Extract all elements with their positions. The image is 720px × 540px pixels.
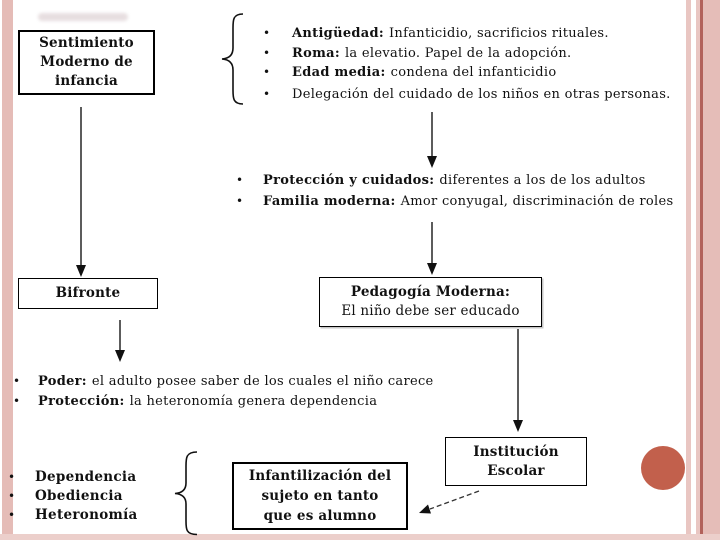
list-bifronte-rasgos: • Poder: el adulto posee saber de los cu…	[13, 372, 434, 411]
item-text: Obediencia	[35, 488, 123, 504]
right-edge-band	[703, 0, 720, 540]
item-text: la heteronomía genera dependencia	[129, 393, 378, 409]
item-label: Antigüedad:	[292, 26, 384, 41]
box-line: Institución	[473, 443, 559, 460]
box-line: que es alumno	[263, 508, 377, 524]
list-item: • Protección: la heteronomía genera depe…	[13, 392, 434, 412]
item-text: Dependencia	[35, 469, 137, 485]
right-edge-stripe-1	[686, 0, 691, 540]
list-item: • Antigüedad: Infanticidio, sacrificios …	[263, 24, 671, 44]
item-text: condena del infanticidio	[390, 65, 557, 80]
item-text: Amor conyugal, discriminación de roles	[400, 194, 674, 209]
item-text: la elevatio. Papel de la adopción.	[344, 45, 572, 61]
box-line: Infantilización del	[248, 468, 392, 484]
bullet-icon: •	[13, 374, 21, 388]
arrowhead	[419, 504, 431, 514]
box-pedagogia-moderna: Pedagogía Moderna: El niño debe ser educ…	[319, 277, 542, 327]
list-alumno-rasgos: • Dependencia • Obediencia • Heteronomía	[8, 468, 138, 525]
box-line: sujeto en tanto	[261, 488, 379, 504]
item-text: diferentes a los de los adultos	[439, 173, 646, 188]
box-line: Moderno de	[40, 54, 133, 70]
list-historia: • Antigüedad: Infanticidio, sacrificios …	[263, 24, 671, 104]
right-edge-stripe-2	[696, 0, 700, 540]
item-label: Edad media:	[292, 65, 386, 80]
right-edge-accent-line	[700, 0, 703, 540]
arrowhead	[115, 350, 125, 362]
box-bifronte: Bifronte	[18, 278, 158, 309]
item-text: el adulto posee saber de los cuales el n…	[91, 374, 434, 389]
arrowhead	[427, 156, 437, 168]
list-item: • Familia moderna: Amor conyugal, discri…	[236, 191, 673, 212]
item-label: Familia moderna:	[263, 194, 396, 209]
left-edge-stripe	[2, 0, 13, 540]
arrowhead	[513, 420, 523, 432]
bullet-icon: •	[263, 45, 271, 60]
item-label: Protección y cuidados:	[263, 173, 435, 188]
list-item: • Protección y cuidados: diferentes a lo…	[236, 170, 673, 191]
brace-historia	[221, 13, 244, 105]
box-infantilizacion: Infantilización del sujeto en tanto que …	[232, 462, 408, 530]
highlight-smudge	[38, 13, 128, 21]
bullet-icon: •	[236, 194, 244, 208]
box-sentimiento-moderno: Sentimiento Moderno de infancia	[18, 30, 155, 95]
bullet-icon: •	[263, 65, 271, 79]
arrowhead	[76, 265, 86, 277]
list-item: • Heteronomía	[8, 506, 138, 525]
item-text: Heteronomía	[35, 507, 138, 523]
bullet-icon: •	[8, 489, 16, 503]
box-subtitle: El niño debe ser educado	[341, 303, 520, 319]
arrow-institucion-to-infantilizacion	[429, 490, 480, 510]
bullet-icon: •	[8, 508, 16, 522]
box-line: infancia	[54, 73, 118, 89]
arrowhead	[427, 263, 437, 275]
item-label: Protección:	[38, 393, 125, 409]
bullet-icon: •	[263, 86, 271, 101]
item-text: Infanticidio, sacrificios rituales.	[389, 26, 609, 41]
bullet-icon: •	[13, 393, 21, 408]
list-item: • Roma: la elevatio. Papel de la adopció…	[263, 44, 671, 64]
bottom-edge-band	[0, 534, 720, 540]
list-item: • Dependencia	[8, 468, 138, 487]
list-moderna: • Protección y cuidados: diferentes a lo…	[236, 170, 673, 212]
decorative-circle	[641, 446, 685, 490]
list-item: • Edad media: condena del infanticidio	[263, 63, 671, 83]
brace-alumno	[174, 451, 198, 536]
box-line: Bifronte	[55, 285, 121, 301]
box-institucion-escolar: Institución Escolar	[445, 437, 587, 486]
box-line: Escolar	[487, 462, 545, 479]
box-title: Pedagogía Moderna:	[350, 284, 511, 300]
list-item: • Delegación del cuidado de los niños en…	[263, 85, 671, 105]
bullet-icon: •	[8, 470, 16, 484]
list-item: • Obediencia	[8, 487, 138, 506]
item-text: Delegación del cuidado de los niños en o…	[292, 86, 671, 102]
item-label: Roma:	[292, 45, 340, 61]
box-line: Sentimiento	[39, 35, 134, 51]
bullet-icon: •	[236, 173, 244, 187]
bullet-icon: •	[263, 26, 271, 40]
list-item: • Poder: el adulto posee saber de los cu…	[13, 372, 434, 392]
item-label: Poder:	[38, 374, 87, 389]
